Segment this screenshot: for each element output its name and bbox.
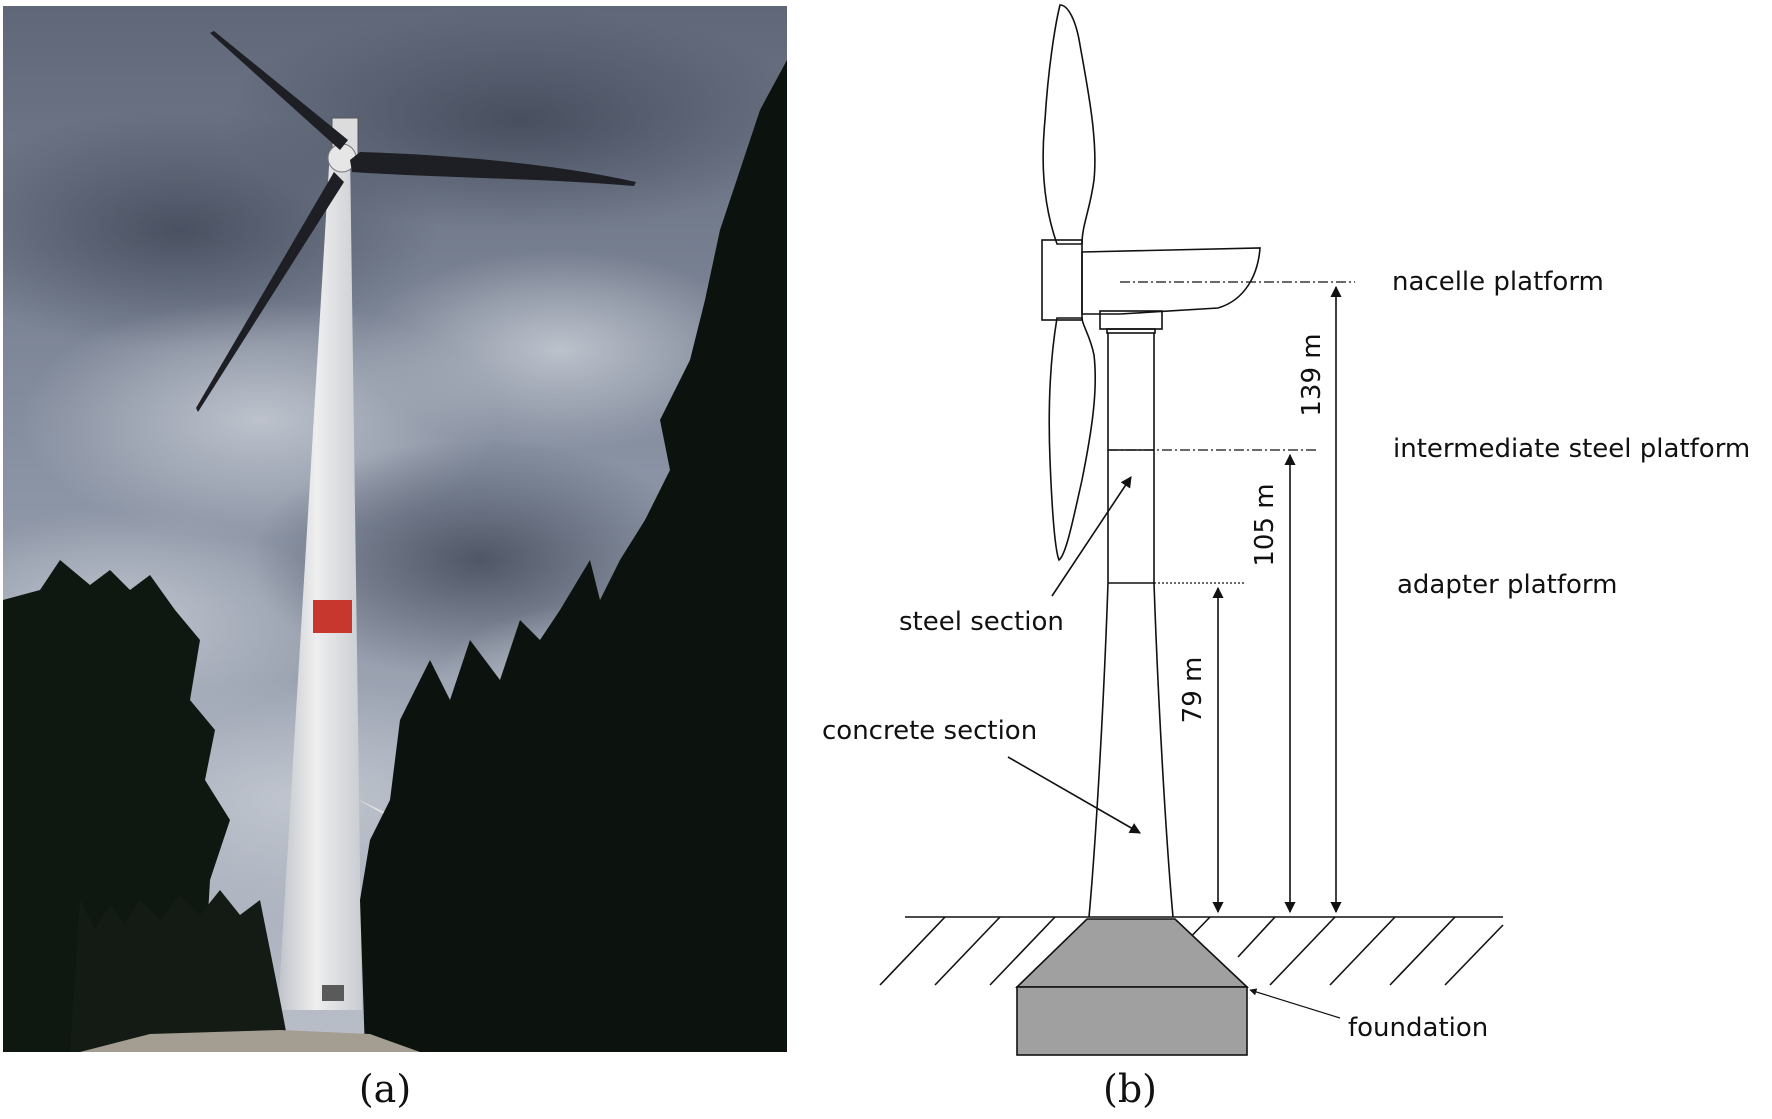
concrete-section-leader [1007,756,1141,834]
photo-ground [80,1030,420,1052]
concrete-section-left-edge [1088,582,1109,918]
photo-tower [278,150,362,1010]
tower-top-flange [1106,328,1156,334]
nacelle-platform-label: nacelle platform [1392,267,1604,297]
nacelle-body [1081,247,1261,315]
height-label-adapter: 79 m [1178,657,1208,724]
rotor-blade-lower [1048,317,1097,562]
photo-blade-down [196,172,344,412]
concrete-section-label: concrete section [822,716,1037,746]
steel-section-label: steel section [899,607,1064,637]
photo-trees-middle [70,890,290,1052]
rotor-blade-upper [1042,4,1096,245]
foundation-leader [1249,988,1341,1019]
photo-panel [3,6,787,1052]
photo-blade-right [350,152,636,186]
photo-blade-up [210,31,348,150]
photo-tower-band [313,600,352,633]
panel-a-caption: (a) [359,1067,411,1111]
photo-trees-right [360,60,787,1052]
photo-tower-door [322,985,344,1001]
adapter-platform-label: adapter platform [1397,570,1618,600]
rotor-hub [1041,239,1083,321]
height-label-intermediate: 105 m [1250,483,1280,566]
foundation-slab [1016,986,1248,1056]
steel-section-leader [1051,476,1132,597]
foundation-pedestal [1015,918,1250,988]
foundation-label: foundation [1348,1013,1488,1043]
concrete-section-right-edge [1153,582,1174,918]
panel-b-caption: (b) [1103,1067,1157,1111]
schematic-panel [879,4,1504,1056]
height-label-nacelle: 139 m [1297,333,1327,416]
intermediate-platform-label: intermediate steel platform [1393,434,1750,464]
